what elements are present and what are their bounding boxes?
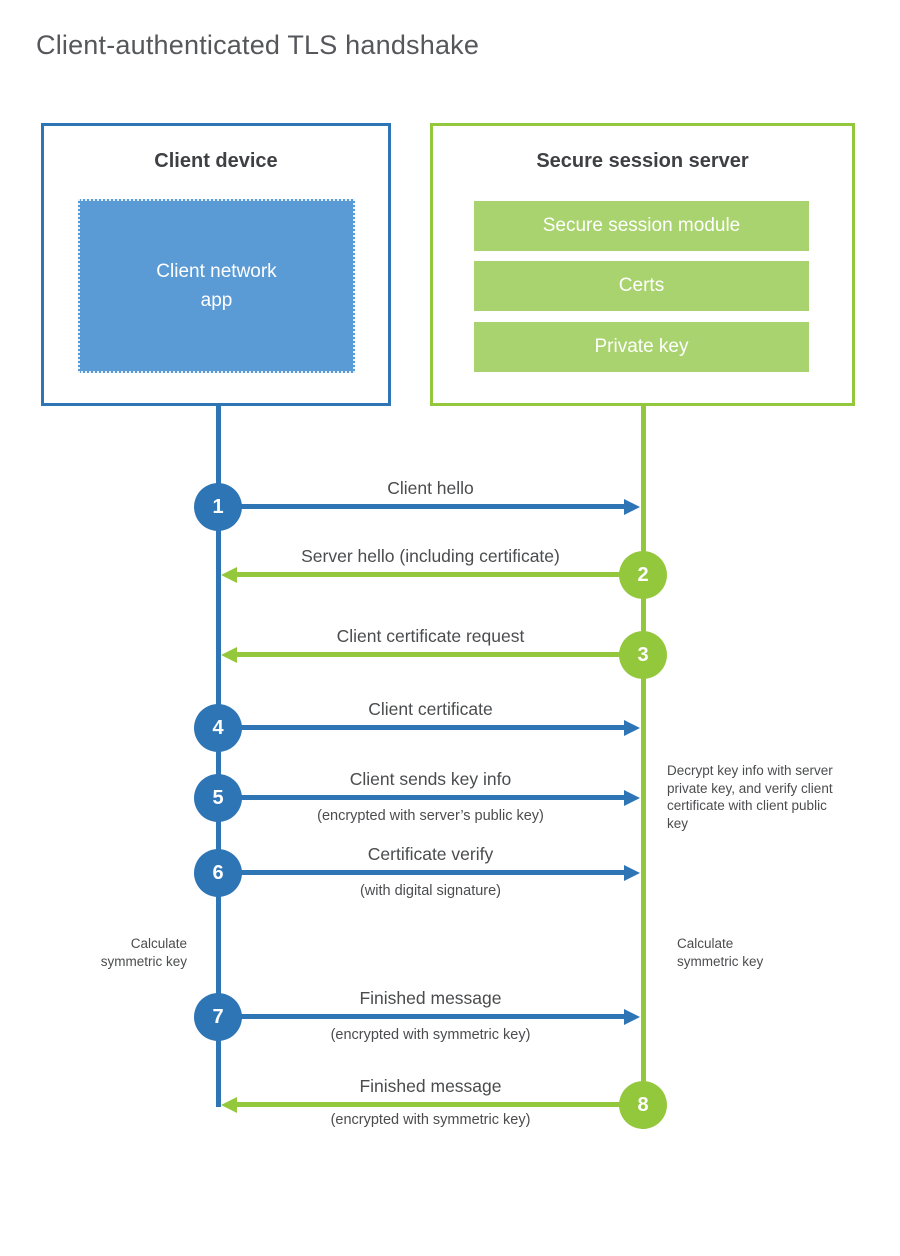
step-2-arrowhead-icon	[221, 567, 237, 583]
step-1-number: 1	[212, 495, 224, 518]
step-5-label: Client sends key info	[349, 769, 512, 789]
step-8-arrowhead-icon	[221, 1097, 237, 1113]
step-5-arrowhead-icon	[624, 790, 640, 806]
step-1-label: Client hello	[387, 478, 474, 498]
step-7-number: 7	[212, 1005, 224, 1028]
step-8-arrow	[237, 1102, 621, 1107]
step-5-arrow	[240, 795, 624, 800]
server-lifeline	[641, 406, 646, 1129]
step-6-circle: 6	[194, 849, 242, 897]
step-7-sublabel: (encrypted with symmetric key)	[330, 1027, 531, 1043]
note-decrypt-key-info: Decrypt key info with server private key…	[667, 763, 833, 831]
step-8-number: 8	[637, 1093, 649, 1116]
page-title: Client-authenticated TLS handshake	[36, 30, 480, 60]
step-3-number: 3	[637, 643, 649, 666]
step-4-number: 4	[212, 716, 224, 739]
secure-session-server-title: Secure session server	[536, 150, 749, 172]
client-device-box: Client device Client network app	[41, 123, 391, 406]
client-network-app-label: Client network app	[156, 260, 277, 311]
step-7-arrow	[240, 1014, 624, 1019]
client-device-title: Client device	[154, 150, 278, 172]
private-key-label: Private key	[594, 336, 689, 357]
step-2-arrow	[237, 572, 621, 577]
step-4-circle: 4	[194, 704, 242, 752]
private-key-bar: Private key	[474, 322, 809, 372]
step-2-number: 2	[637, 563, 649, 586]
client-lifeline	[216, 406, 221, 1107]
step-6-arrow	[240, 870, 624, 875]
step-4-label: Client certificate	[368, 699, 493, 719]
certs-label: Certs	[618, 275, 665, 296]
step-2-label: Server hello (including certificate)	[301, 546, 560, 566]
step-1-arrow	[240, 504, 624, 509]
step-5-circle: 5	[194, 774, 242, 822]
step-3-arrow	[237, 652, 621, 657]
client-network-app-box: Client network app	[78, 199, 355, 373]
certs-bar: Certs	[474, 261, 809, 311]
step-6-arrowhead-icon	[624, 865, 640, 881]
secure-session-module-label: Secure session module	[542, 215, 741, 236]
step-6-number: 6	[212, 861, 224, 884]
secure-session-module-bar: Secure session module	[474, 201, 809, 251]
step-5-number: 5	[212, 786, 224, 809]
step-8-label: Finished message	[359, 1076, 502, 1096]
step-8-sublabel: (encrypted with symmetric key)	[330, 1112, 531, 1128]
step-3-label: Client certificate request	[336, 626, 525, 646]
step-4-arrow	[240, 725, 624, 730]
note-calculate-symmetric-key-server: Calculate symmetric key	[677, 936, 764, 969]
note-calculate-symmetric-key-client: Calculate symmetric key	[100, 936, 187, 969]
step-6-label: Certificate verify	[367, 844, 494, 864]
step-5-sublabel: (encrypted with server’s public key)	[317, 808, 544, 824]
step-6-sublabel: (with digital signature)	[359, 883, 502, 899]
step-1-arrowhead-icon	[624, 499, 640, 515]
step-4-arrowhead-icon	[624, 720, 640, 736]
step-8-circle: 8	[619, 1081, 667, 1129]
step-7-arrowhead-icon	[624, 1009, 640, 1025]
step-7-label: Finished message	[359, 988, 502, 1008]
step-2-circle: 2	[619, 551, 667, 599]
step-7-circle: 7	[194, 993, 242, 1041]
step-3-arrowhead-icon	[221, 647, 237, 663]
step-1-circle: 1	[194, 483, 242, 531]
step-3-circle: 3	[619, 631, 667, 679]
secure-session-server-box: Secure session server Secure session mod…	[430, 123, 855, 406]
